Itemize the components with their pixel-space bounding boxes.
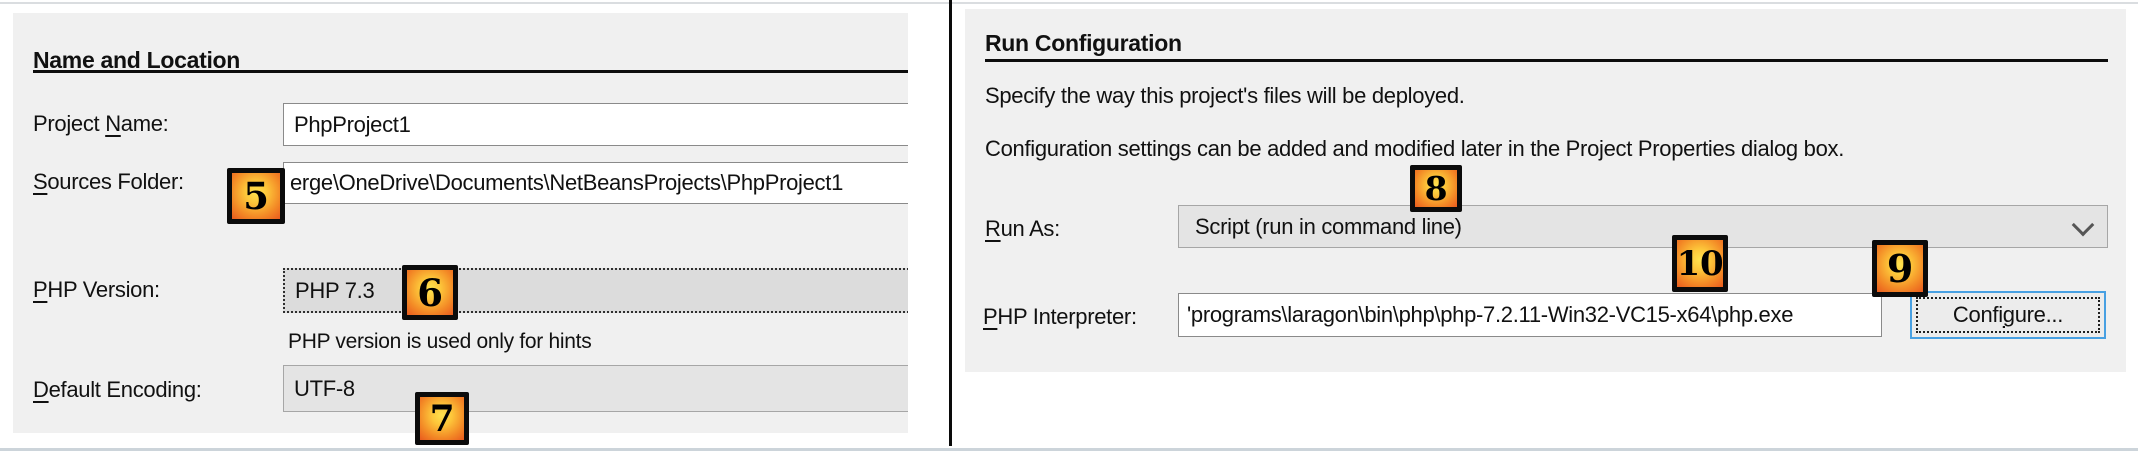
sources-folder-value: erge\OneDrive\Documents\NetBeansProjects… [290,170,844,195]
panel-title-run-configuration: Run Configuration [985,30,1182,56]
chevron-down-icon [2071,213,2095,237]
top-border-line [0,2,2138,4]
run-configuration-panel: Run Configuration Specify the way this p… [965,9,2126,372]
annotation-badge-9: 9 [1872,240,1928,297]
php-interpreter-value: 'programs\laragon\bin\php\php-7.2.11-Win… [1187,302,1794,327]
sources-folder-label: Sources Folder: [33,169,184,194]
php-version-hint: PHP version is used only for hints [288,330,592,353]
sources-folder-input[interactable]: erge\OneDrive\Documents\NetBeansProjects… [283,162,908,204]
panel-title-name-and-location: Name and Location [33,47,241,73]
title-underline [33,70,908,73]
annotation-badge-8: 8 [1410,165,1462,212]
name-and-location-panel: Name and Location Project Name: PhpProje… [13,13,908,433]
default-encoding-value: UTF-8 [294,375,355,401]
php-interpreter-input[interactable]: 'programs\laragon\bin\php\php-7.2.11-Win… [1178,293,1882,337]
bottom-border-line [0,448,2138,451]
php-version-value: PHP 7.3 [295,277,375,303]
default-encoding-select[interactable]: UTF-8 [283,365,908,412]
php-version-select[interactable]: PHP 7.3 [283,268,908,313]
run-as-label: Run As: [985,216,1060,241]
configure-button-label: Configure... [1952,302,2064,327]
annotation-badge-7: 7 [415,392,469,445]
php-version-label: PHP Version: [33,277,160,302]
project-name-label: Project Name: [33,111,169,136]
vertical-divider [949,0,952,446]
run-as-value: Script (run in command line) [1195,213,1462,239]
annotation-badge-5: 5 [227,168,285,224]
description-line-1: Specify the way this project's files wil… [985,83,1465,108]
title-underline [985,59,2108,62]
configure-button[interactable]: Configure... [1910,291,2106,339]
run-as-select[interactable]: Script (run in command line) [1178,205,2108,248]
description-line-2: Configuration settings can be added and … [985,136,1845,161]
annotation-badge-6: 6 [402,265,458,320]
project-name-input[interactable]: PhpProject1 [283,103,908,146]
project-name-value: PhpProject1 [294,111,411,137]
php-interpreter-label: PHP Interpreter: [983,304,1137,329]
default-encoding-label: Default Encoding: [33,377,202,402]
annotation-badge-10: 10 [1672,235,1728,292]
